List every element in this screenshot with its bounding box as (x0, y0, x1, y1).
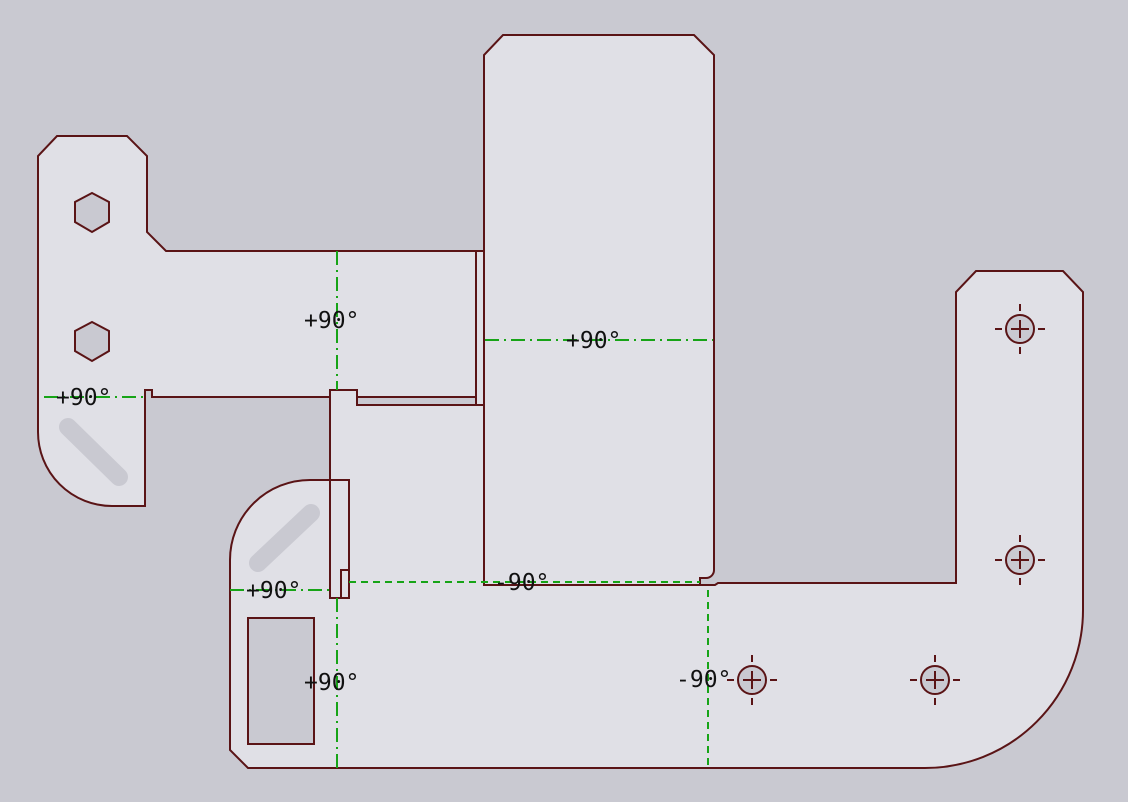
bend-label-center-panel: +90° (566, 328, 621, 354)
crosshair-hole-icon (727, 655, 777, 705)
crosshair-hole-icon (995, 304, 1045, 354)
bend-label-lower-left-tab: +90° (246, 578, 301, 604)
bend-label-bottom-right: -90° (676, 667, 731, 693)
bend-label-lower-left: +90° (304, 670, 359, 696)
bend-label-main-horizontal: -90° (494, 570, 549, 596)
center-panel (483, 34, 715, 591)
bend-label-upper-left: +90° (304, 308, 359, 334)
crosshair-hole-icon (995, 535, 1045, 585)
slot-icon-fill (59, 418, 128, 486)
lower-left-tab-notch (340, 569, 350, 599)
crosshair-hole-icon (910, 655, 960, 705)
slot-icon-fill (249, 504, 320, 572)
hexagon-hole-icon (74, 191, 110, 234)
rectangular-cutout (247, 617, 315, 745)
lower-left-tab (329, 479, 350, 599)
bend-label-left-tab: +90° (56, 385, 111, 411)
hexagon-hole-icon (74, 320, 110, 363)
lower-body (229, 270, 1084, 769)
